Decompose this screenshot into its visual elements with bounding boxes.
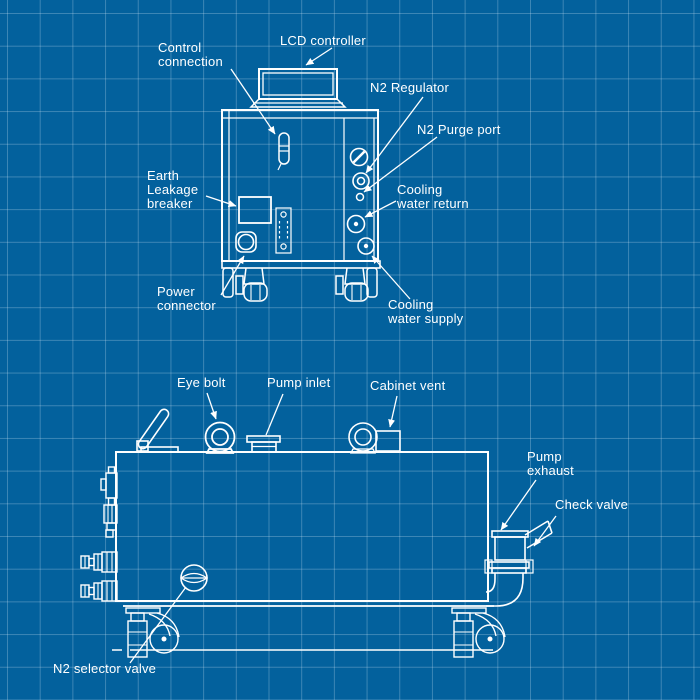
cabinet-vent-assembly [348, 422, 401, 454]
label-cabinet-vent: Cabinet vent [370, 378, 446, 393]
control-connection-port [277, 132, 290, 171]
label-cooling-water-return: Cooling water return [397, 182, 469, 211]
label-check-valve: Check valve [555, 497, 629, 512]
label-pump-inlet: Pump inlet [267, 375, 331, 390]
pump-exhaust-assembly [484, 520, 553, 607]
leader-check-valve [533, 515, 557, 547]
label-pump-exhaust: Pump exhaust [527, 449, 574, 478]
leader-eye-bolt [206, 392, 217, 420]
eye-bolt-fixture [204, 421, 236, 454]
leader-pump-inlet [265, 393, 284, 436]
leader-cooling-water-supply [371, 255, 411, 300]
lcd-controller-box [249, 68, 347, 108]
side-fittings [80, 466, 118, 602]
connector-plate [275, 207, 292, 254]
cooling-water-supply-port [357, 237, 375, 255]
side-view-leader-lines [129, 392, 557, 664]
leader-pump-exhaust [500, 479, 537, 531]
label-n2-purge-port: N2 Purge port [417, 122, 501, 137]
label-n2-regulator: N2 Regulator [370, 80, 449, 95]
leader-control-connection [230, 68, 276, 135]
n2-selector-valve-handle [179, 564, 209, 592]
label-lcd-controller: LCD controller [280, 33, 366, 48]
check-valve-stub [524, 520, 553, 549]
leader-cabinet-vent [388, 395, 398, 428]
label-eye-bolt: Eye bolt [177, 375, 226, 390]
rear-view-diagram [205, 47, 438, 302]
label-power-connector: Power connector [157, 284, 216, 313]
leader-earth-leakage-breaker [205, 195, 237, 207]
leader-cooling-water-return [364, 200, 397, 218]
n2-regulator-port [352, 172, 370, 190]
cabinet-outline [221, 109, 381, 269]
label-earth-leakage-breaker: Earth Leakage breaker [147, 168, 199, 211]
side-view-diagram [80, 392, 557, 664]
leader-n2-selector-valve [129, 586, 187, 664]
earth-leakage-breaker-box [238, 196, 272, 224]
hose-fitting [80, 551, 118, 573]
leader-power-connector [220, 255, 245, 296]
power-connector-port [235, 231, 257, 253]
leader-n2-regulator [365, 96, 424, 174]
leader-lcd-controller [305, 47, 333, 66]
n2-purge-port [355, 192, 365, 202]
cooling-water-return-port [346, 214, 366, 234]
hose-fitting [80, 580, 118, 602]
rear-view-leader-lines [205, 47, 438, 300]
machine-body [115, 451, 494, 607]
folded-handle [136, 408, 179, 453]
label-cooling-water-supply: Cooling water supply [388, 297, 464, 326]
pump-inlet-flange [246, 435, 281, 453]
leader-n2-purge-port [363, 136, 438, 193]
label-control-connection: Control connection [158, 40, 223, 69]
rear-casters [222, 267, 378, 302]
n2-regulator-knob [349, 147, 369, 167]
label-n2-selector-valve: N2 selector valve [53, 661, 157, 676]
